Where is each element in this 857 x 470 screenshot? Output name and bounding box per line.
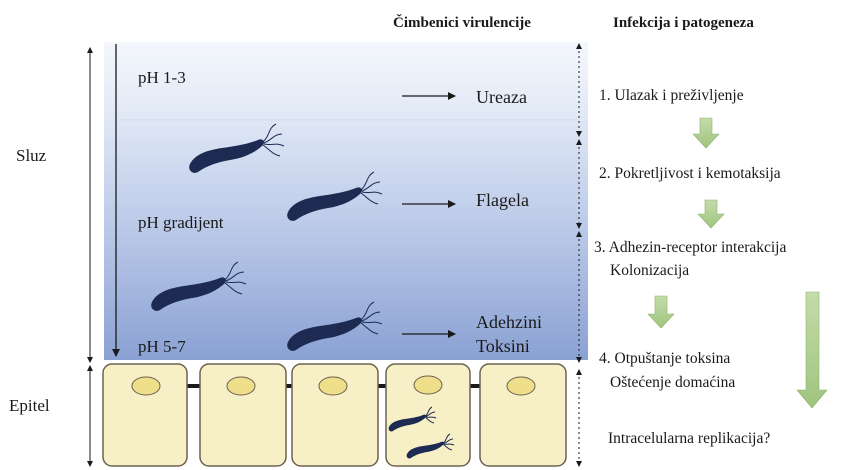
epithelium-cells <box>103 364 566 466</box>
green-arrow-2 <box>698 200 724 228</box>
green-arrow-1 <box>693 118 719 148</box>
step-3: 3. Adhezin-receptor interakcija <box>594 239 786 256</box>
intracellular-replication: Intracelularna replikacija? <box>608 430 770 447</box>
step-4: 4. Otpuštanje toksina <box>599 350 730 367</box>
cell-nucleus <box>227 377 255 395</box>
flagella-label: Flagela <box>476 190 529 210</box>
step-3-colonization: Kolonizacija <box>610 262 689 279</box>
green-arrow-3 <box>648 296 674 328</box>
ph-label-bottom: pH 5-7 <box>138 337 186 356</box>
ph-label-top: pH 1-3 <box>138 68 186 87</box>
adhesins-label: Adehzini <box>476 312 542 332</box>
mucus-label: Sluz <box>16 146 47 165</box>
infection-header: Infekcija i patogeneza <box>613 15 754 31</box>
cell-nucleus <box>319 377 347 395</box>
step-4-host-damage: Oštećenje domaćina <box>610 374 735 391</box>
cell-nucleus <box>132 377 160 395</box>
step-1: 1. Ulazak i preživljenje <box>599 87 744 104</box>
cell-nucleus <box>414 376 442 394</box>
step-2: 2. Pokretljivost i kemotaksija <box>599 165 781 182</box>
virulence-factors-header: Čimbenici virulencije <box>393 14 531 31</box>
epithelium-label: Epitel <box>9 396 50 415</box>
ph-label-gradient: pH gradijent <box>138 213 224 232</box>
cell-nucleus <box>507 377 535 395</box>
urease-label: Ureaza <box>476 87 527 107</box>
toxins-label: Toksini <box>476 336 530 356</box>
green-arrow-long <box>797 292 827 408</box>
